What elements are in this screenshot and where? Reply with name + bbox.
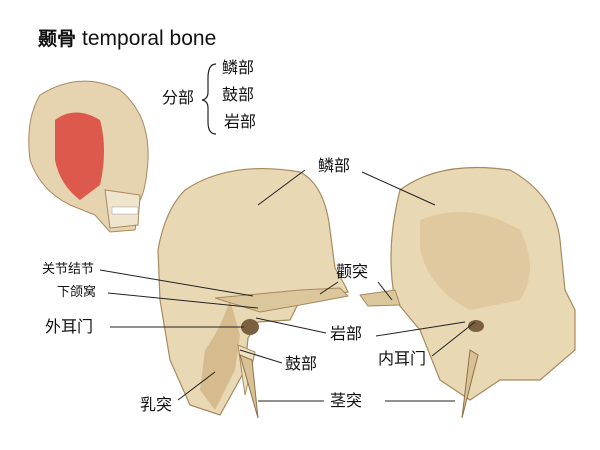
label-styloid-process: 茎突 [330, 391, 363, 410]
label-petrous: 岩部 [330, 324, 363, 343]
label-internal-acoustic-meatus: 内耳门 [378, 349, 427, 368]
label-zygomatic-process: 颧突 [336, 262, 369, 281]
temporal-bone-medial [359, 166, 576, 419]
label-tympanic: 鼓部 [285, 354, 318, 373]
skull-illustration [28, 80, 149, 233]
leader-lines [99, 169, 476, 402]
division-item: 鼓部 [222, 85, 255, 104]
temporal-bone-lateral [157, 168, 350, 419]
division-item: 鳞部 [222, 58, 255, 77]
division-item: 岩部 [224, 112, 257, 131]
divisions-label: 分部 [162, 88, 195, 107]
label-squamous: 鳞部 [318, 156, 351, 175]
label-mandibular-fossa: 下颌窝 [57, 285, 97, 300]
label-articular-tubercle: 关节结节 [42, 262, 95, 277]
brace [201, 63, 217, 135]
label-external-acoustic-meatus: 外耳门 [45, 317, 94, 336]
label-mastoid-process: 乳突 [140, 395, 173, 414]
